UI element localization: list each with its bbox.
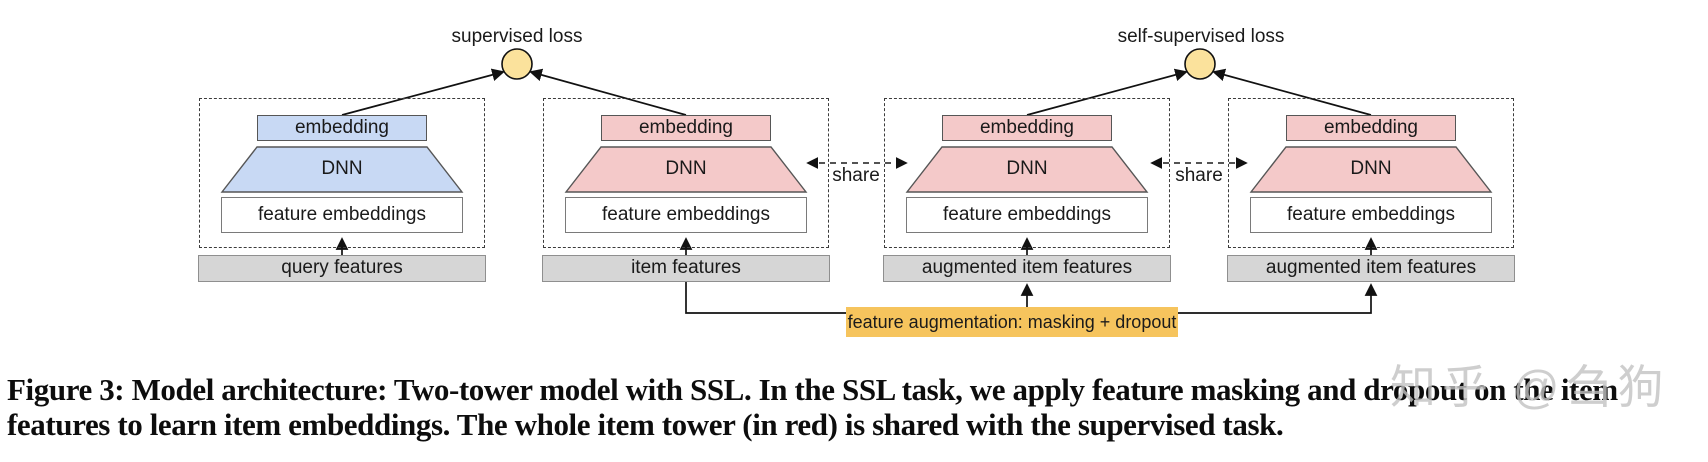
embedding-box-augmented-1: embedding [942,115,1112,141]
figure-caption-line-1: Figure 3: Model architecture: Two-tower … [7,372,1618,407]
dnn-trapezoids [220,146,1493,193]
embedding-box-item: embedding [601,115,771,141]
share-label-2: share [1175,165,1223,186]
figure-caption-line-2: features to learn item embeddings. The w… [7,407,1284,442]
embedding-box-augmented-2: embedding [1286,115,1456,141]
feature-augmentation-box: feature augmentation: masking + dropout [846,307,1178,337]
share-label-1: share [832,165,880,186]
embedding-box-query: embedding [257,115,427,141]
feature-embeddings-box-query: feature embeddings [221,197,463,233]
dnn-label-query: DNN [321,158,363,179]
input-box-augmented-item-features-1: augmented item features [883,255,1171,282]
input-box-query-features: query features [198,255,486,282]
self-supervised-loss-label: self-supervised loss [1117,26,1285,47]
supervised-loss-node [501,48,533,80]
self-supervised-loss-node [1184,48,1216,80]
feature-embeddings-box-augmented-2: feature embeddings [1250,197,1492,233]
input-box-item-features: item features [542,255,830,282]
feature-embeddings-box-item: feature embeddings [565,197,807,233]
input-arrows [335,237,1378,256]
dnn-label-item: DNN [665,158,707,179]
dnn-trapezoid-query [220,146,464,193]
dnn-trapezoid-aug1 [905,146,1149,193]
feature-embeddings-box-augmented-1: feature embeddings [906,197,1148,233]
supervised-loss-label: supervised loss [451,26,583,47]
zhihu-watermark: 知乎 @刍狗 [1390,361,1670,413]
input-box-augmented-item-features-2: augmented item features [1227,255,1515,282]
dnn-trapezoid-item [564,146,808,193]
dnn-trapezoid-aug2 [1249,146,1493,193]
dnn-label-augmented-2: DNN [1350,158,1392,179]
loss-arrows [341,68,1372,116]
dnn-label-augmented-1: DNN [1006,158,1048,179]
